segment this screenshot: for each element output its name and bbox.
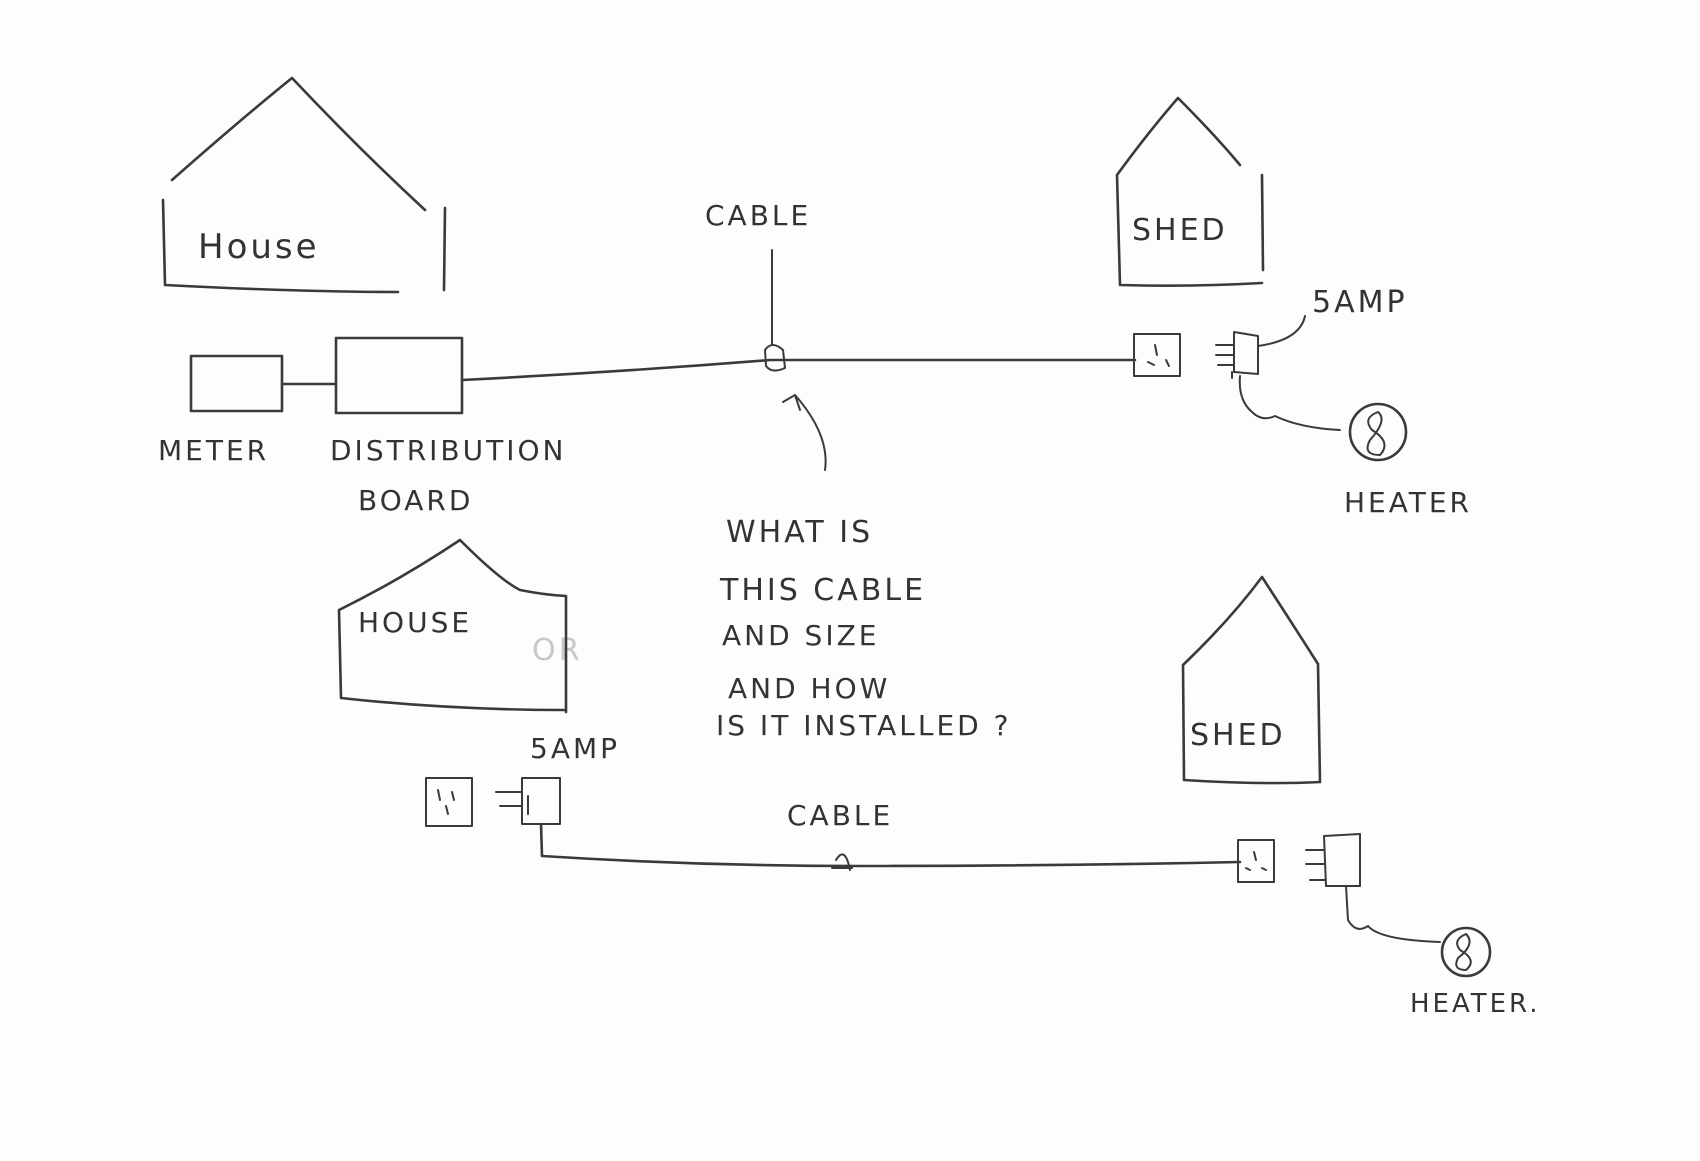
top-heater-icon: [1348, 402, 1408, 462]
bottom-shed-plug-icon: [1305, 833, 1361, 887]
bottom-shed-label: SHED: [1190, 718, 1286, 753]
top-cable-line: [460, 358, 1137, 382]
top-shed-label: SHED: [1132, 213, 1228, 248]
top-cable-label: CABLE: [705, 199, 811, 232]
question-line5: IS IT INSTALLED ?: [716, 709, 1011, 742]
question-arrow: [782, 394, 827, 471]
question-line4: AND HOW: [728, 672, 890, 705]
question-line1: WHAT IS: [726, 515, 873, 550]
or-label: OR: [532, 633, 582, 668]
bottom-cable-clip: [831, 853, 853, 871]
top-house-label: House: [198, 227, 320, 267]
bottom-house: [337, 538, 568, 714]
bottom-plug-label: 5AMP: [530, 732, 620, 765]
bottom-shed-socket: [1237, 839, 1275, 883]
bottom-heater-element: [1455, 933, 1472, 971]
bottom-cable-line: [539, 822, 1242, 868]
question-line3: AND SIZE: [722, 619, 879, 652]
top-house: [161, 76, 447, 294]
top-shed: [1115, 96, 1265, 287]
bottom-cable-label: CABLE: [787, 799, 893, 832]
top-shed-socket: [1133, 333, 1181, 377]
bottom-heater-label: HEATER.: [1410, 989, 1540, 1019]
top-plug-icon: [1215, 331, 1259, 379]
bottom-heater-lead: [1345, 885, 1441, 943]
question-line2: THIS CABLE: [719, 573, 926, 608]
top-heater-lead: [1238, 375, 1341, 431]
top-heater-element: [1366, 411, 1386, 456]
distribution-label-line2: BOARD: [358, 484, 473, 517]
bottom-plug-icon: [495, 777, 561, 825]
bottom-house-label: HOUSE: [358, 606, 472, 639]
distribution-board-box: [334, 336, 464, 415]
top-heater-label: HEATER: [1344, 486, 1472, 519]
bottom-heater-icon: [1440, 926, 1492, 978]
top-plug-label: 5AMP: [1312, 285, 1408, 320]
bottom-shed: [1181, 575, 1322, 785]
top-cable-clip: [764, 344, 786, 372]
bottom-house-socket: [425, 777, 473, 827]
meter-label: METER: [158, 434, 269, 467]
top-plug-label-pointer: [1257, 315, 1306, 347]
meter-box: [189, 354, 284, 413]
distribution-label-line1: DISTRIBUTION: [330, 434, 566, 467]
